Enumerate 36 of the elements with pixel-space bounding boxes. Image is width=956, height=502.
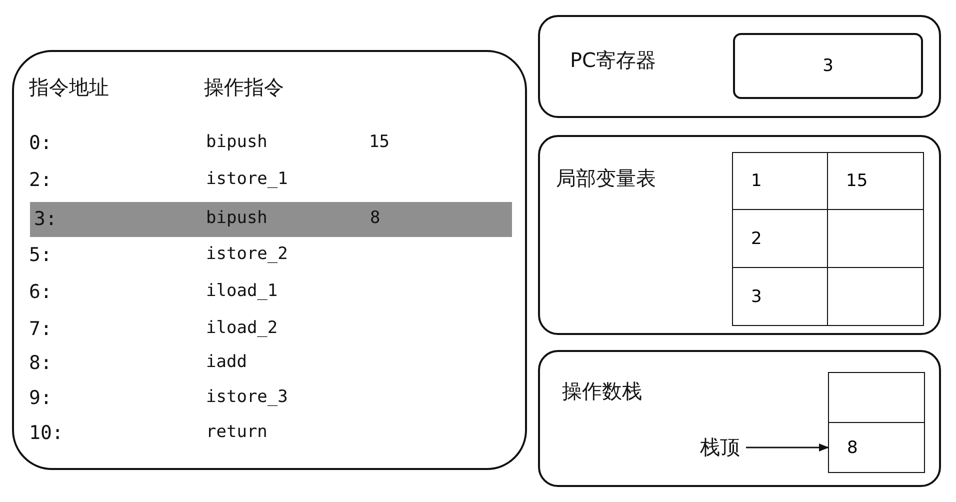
memory-panel (538, 350, 941, 487)
opcode: bipush (206, 132, 268, 152)
opcode: istore_1 (206, 169, 288, 189)
highlighted-row: 3: bipush 8 (30, 202, 512, 237)
instruction-address: 10: (29, 422, 64, 444)
stack-top-label: 栈顶 (700, 434, 744, 462)
instruction-address: 2: (29, 169, 52, 191)
opcode: istore_2 (206, 244, 288, 264)
empty-cell (827, 267, 924, 326)
instruction-address: 5: (29, 244, 52, 266)
arrow (746, 444, 829, 452)
panel-heading: 操作指令 (204, 74, 284, 101)
table-cell: 15 (827, 152, 924, 210)
table-cell: 1 (732, 152, 828, 210)
register-value-box: 3 (733, 33, 923, 99)
opcode: iload_1 (206, 281, 278, 301)
panel-heading: 操作数栈 (562, 378, 642, 405)
memory-panel (538, 15, 941, 118)
opcode: iload_2 (206, 318, 278, 338)
instruction-panel (12, 50, 527, 470)
panel-heading: 指令地址 (29, 74, 109, 101)
instruction-address: 9: (29, 387, 52, 409)
instruction-address: 7: (29, 318, 52, 340)
instruction-address: 6: (29, 281, 52, 303)
instruction-address: 8: (29, 352, 52, 374)
opcode: istore_3 (206, 387, 288, 407)
instruction-address: 0: (29, 132, 52, 154)
operand: 15 (369, 132, 390, 152)
opcode: return (206, 422, 268, 442)
panel-heading: PC寄存器 (570, 47, 656, 74)
table-cell: 3 (732, 267, 828, 326)
opcode: iadd (206, 352, 247, 372)
memory-panel (538, 135, 941, 335)
table-cell: 8 (828, 422, 925, 473)
panel-heading: 局部变量表 (556, 165, 656, 192)
empty-cell (828, 372, 925, 423)
